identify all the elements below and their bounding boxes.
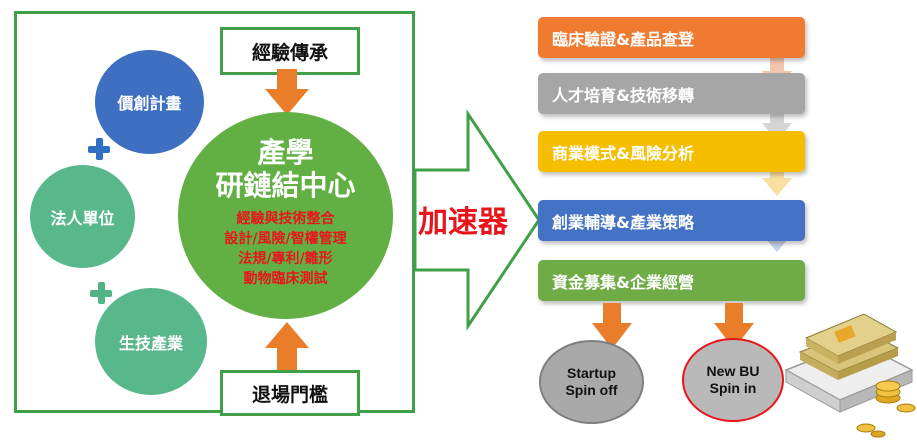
circle-biotech-industry: 生技產業	[95, 288, 207, 395]
circle-value-creation-plan-label: 價創計畫	[117, 94, 182, 113]
center-circle: 產學 研鏈結中心 經驗與技術整合 設計/風險/智權管理 法規/專利/雛形 動物臨…	[178, 112, 393, 319]
down-arrow-icon	[265, 69, 309, 115]
stage-label: 人才培育&技術移轉	[552, 85, 694, 105]
center-item: 經驗與技術整合	[236, 210, 335, 227]
outcome-line: Startup	[567, 365, 616, 381]
circle-legal-entity: 法人單位	[30, 165, 135, 268]
stage-label: 商業模式&風險分析	[552, 143, 694, 163]
outcome-new-bu-spin-in: New BU Spin in	[682, 338, 784, 422]
circle-legal-entity-label: 法人單位	[50, 208, 115, 228]
experience-inheritance-label: 經驗傳承	[251, 41, 328, 64]
up-arrow-icon	[265, 322, 309, 370]
plus-blue-icon	[88, 138, 110, 160]
exit-threshold-box: 退場門檻	[220, 370, 360, 416]
down-arrow-icon	[714, 303, 754, 349]
down-arrow-icon	[592, 303, 632, 349]
experience-inheritance-box: 經驗傳承	[220, 27, 360, 75]
plus-green-icon	[90, 282, 112, 304]
stage-bar-startup-coaching: 創業輔導&產業策略	[538, 200, 805, 241]
outcome-line: New BU	[706, 363, 760, 379]
stage-label: 創業輔導&產業策略	[552, 212, 694, 232]
center-item: 設計/風險/智權管理	[224, 230, 347, 247]
stage-bar-business-model: 商業模式&風險分析	[538, 131, 805, 172]
stage-label: 資金募集&企業經營	[552, 272, 694, 292]
stage-label: 臨床驗證&產品查登	[552, 29, 694, 49]
chevron-down-icon	[762, 162, 792, 196]
center-title-line1: 產學	[257, 135, 314, 169]
center-item: 法規/專利/雛形	[238, 250, 333, 267]
outcome-line: Spin in	[709, 380, 757, 396]
accelerator-label: 加速器	[418, 205, 508, 240]
stage-bar-clinical: 臨床驗證&產品查登	[538, 17, 805, 58]
circle-value-creation-plan: 價創計畫	[95, 50, 204, 154]
stage-bar-fundraising: 資金募集&企業經營	[538, 260, 805, 301]
chevron-down-icon	[762, 107, 792, 141]
center-item: 動物臨床測試	[243, 270, 328, 287]
exit-threshold-label: 退場門檻	[251, 383, 328, 406]
outcome-startup-spin-off: Startup Spin off	[539, 340, 644, 424]
circle-biotech-industry-label: 生技產業	[118, 333, 183, 353]
outcome-line: Spin off	[565, 382, 618, 398]
money-tray-icon	[784, 313, 916, 438]
center-title-line2: 研鏈結中心	[215, 168, 356, 202]
chevron-down-icon	[762, 55, 792, 89]
big-hollow-arrow	[413, 109, 541, 331]
stage-bar-talent: 人才培育&技術移轉	[538, 73, 805, 114]
